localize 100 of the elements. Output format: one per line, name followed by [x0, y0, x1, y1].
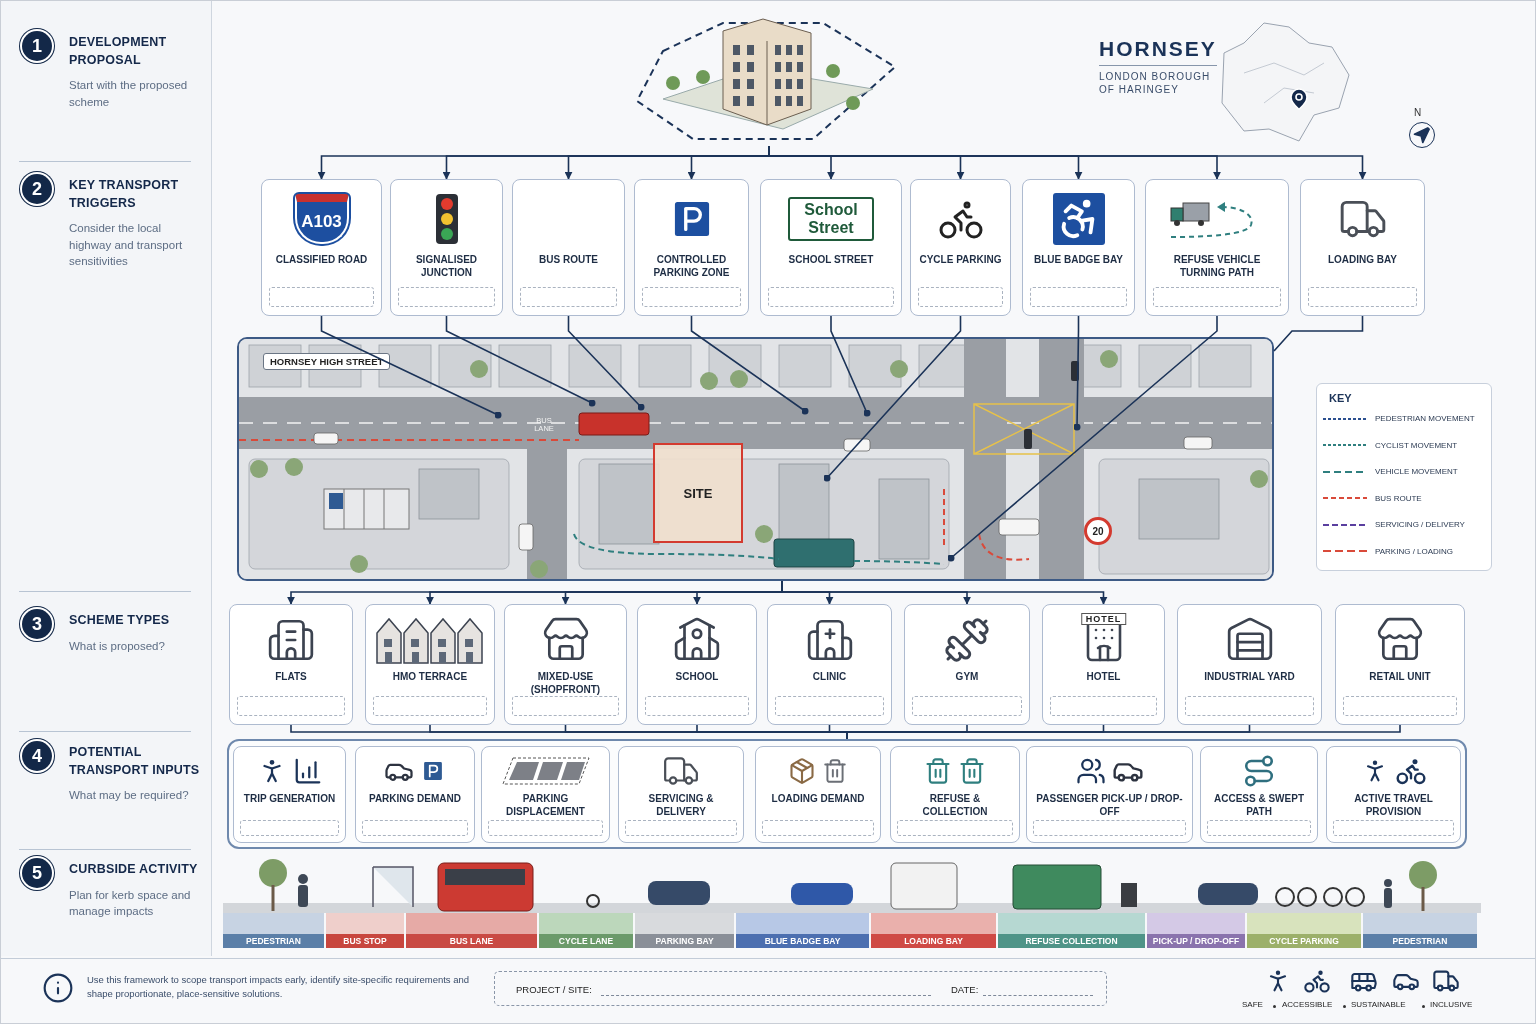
leader-line	[445, 315, 596, 407]
card-label: LOADING BAY	[1327, 253, 1398, 266]
north-label: N	[1414, 106, 1422, 119]
field-label: DATE:	[951, 984, 979, 997]
zone-label: PEDESTRIAN	[1392, 936, 1448, 946]
leader-line	[1073, 315, 1081, 431]
input-card	[355, 746, 475, 843]
card-label: RETAIL UNIT	[1369, 670, 1431, 683]
inputs-panel	[227, 739, 1467, 849]
card-label: MIXED-USE (SHOPFRONT)	[529, 670, 602, 696]
card-label: BLUE BADGE BAY	[1033, 253, 1124, 266]
leader-line	[320, 315, 502, 419]
step-number-circle: 3	[22, 609, 52, 639]
legend-text: SERVICING / DELIVERY	[1375, 520, 1465, 529]
connector-arrow	[768, 145, 1367, 180]
zone-label-bar	[1247, 934, 1361, 948]
card-label: ACCESS & SWEPT PATH	[1213, 792, 1305, 818]
trigger-card	[1300, 179, 1425, 316]
step-description: Plan for kerb space and manage impacts	[69, 887, 192, 920]
scheme-card	[504, 604, 627, 725]
school-street-sign: School Street	[788, 196, 874, 242]
scheme-card	[904, 604, 1030, 725]
card-label: PARKING DEMAND	[368, 792, 461, 805]
scheme-card	[229, 604, 353, 725]
zone-label: CYCLE PARKING	[1269, 936, 1339, 946]
value-word: SUSTAINABLE	[1351, 1000, 1406, 1011]
trigger-card	[1022, 179, 1135, 316]
legend-text: CYCLIST MOVEMENT	[1375, 440, 1458, 450]
footer-note: Use this framework to scope transport impacts early, identify site-specific requirements and shape proportionate, place-sensitive solutions.	[87, 973, 471, 1002]
input-card	[1026, 746, 1193, 843]
card-label: INDUSTRIAL YARD	[1204, 670, 1295, 683]
value-word: INCLUSIVE	[1430, 1000, 1473, 1011]
step-heading: CURBSIDE ACTIVITY	[69, 861, 199, 878]
step-description: What may be required?	[69, 788, 190, 803]
input-card	[1200, 746, 1318, 843]
zone-label-bar	[406, 934, 537, 948]
zone-label-bar	[1147, 934, 1245, 948]
zone-label-bar	[1363, 934, 1477, 948]
leader-line	[823, 315, 962, 482]
zone-label: LOADING BAY	[904, 936, 963, 946]
card-label: REFUSE VEHICLE TURNING PATH	[1172, 253, 1262, 279]
card-label: CONTROLLED PARKING ZONE	[652, 253, 731, 279]
step-description: Start with the proposed scheme	[69, 78, 189, 110]
input-card	[233, 746, 346, 843]
zone-label-bar	[871, 934, 996, 948]
legend-text: PARKING / LOADING	[1375, 546, 1454, 556]
step-number-circle: 5	[22, 858, 52, 888]
card-label: CLINIC	[812, 670, 847, 683]
trigger-card	[261, 179, 382, 316]
scheme-card	[365, 604, 495, 725]
zone-label-bar	[998, 934, 1145, 948]
step-heading: DEVELOPMENT PROPOSAL	[69, 34, 168, 69]
field-label: PROJECT / SITE:	[516, 984, 592, 997]
card-label: FLATS	[275, 670, 307, 683]
zone-label: PARKING BAY	[655, 936, 714, 946]
zone-label: BUS STOP	[343, 936, 387, 946]
card-label: PASSENGER PICK-UP / DROP-OFF	[1035, 792, 1184, 818]
leader-line	[830, 315, 871, 417]
step-number-circle: 1	[22, 31, 52, 61]
step-heading: SCHEME TYPES	[69, 612, 171, 629]
key-heading: KEY	[1329, 391, 1352, 406]
card-label: PARKING DISPLACEMENT	[505, 792, 586, 818]
input-card	[755, 746, 881, 843]
zone-label-bar	[736, 934, 869, 948]
zone-label: BLUE BADGE BAY	[764, 936, 841, 946]
road-shield-sign: A103	[294, 194, 349, 244]
card-label: LOADING DEMAND	[771, 792, 865, 805]
card-label: BUS ROUTE	[539, 253, 598, 266]
step-number-circle: 2	[22, 174, 52, 204]
legend-text: PEDESTRIAN MOVEMENT	[1375, 414, 1475, 423]
leader-line	[690, 315, 809, 415]
trigger-card	[1145, 179, 1289, 316]
zone-label: PEDESTRIAN	[246, 936, 301, 946]
zone-label-bar	[326, 934, 404, 948]
zone-label-bar	[539, 934, 633, 948]
card-label: CYCLE PARKING	[919, 253, 1002, 266]
scheme-card	[1335, 604, 1465, 725]
card-label: HMO TERRACE	[392, 670, 468, 683]
step-heading: POTENTIAL TRANSPORT INPUTS	[69, 744, 201, 779]
card-label: HOTEL	[1086, 670, 1121, 683]
card-label: SIGNALISED JUNCTION	[414, 253, 479, 279]
trigger-card	[512, 179, 625, 316]
card-label: SCHOOL STREET	[788, 253, 874, 266]
scheme-card	[1177, 604, 1322, 725]
trigger-card	[390, 179, 503, 316]
hotel-sign: HOTEL	[1080, 613, 1127, 625]
step-number-circle: 4	[22, 741, 52, 771]
card-label: CLASSIFIED ROAD	[275, 253, 368, 266]
leader-line	[567, 315, 645, 411]
input-card	[890, 746, 1020, 843]
legend-text: VEHICLE MOVEMENT	[1375, 467, 1458, 476]
input-card	[1326, 746, 1461, 843]
zone-label-bar	[635, 934, 734, 948]
value-word: SAFE	[1242, 1000, 1263, 1011]
card-label: SCHOOL	[675, 670, 719, 683]
trigger-card	[760, 179, 902, 316]
input-card	[481, 746, 610, 843]
step-heading: KEY TRANSPORT TRIGGERS	[69, 177, 180, 212]
scheme-card	[637, 604, 757, 725]
site-label: SITE	[683, 485, 713, 501]
